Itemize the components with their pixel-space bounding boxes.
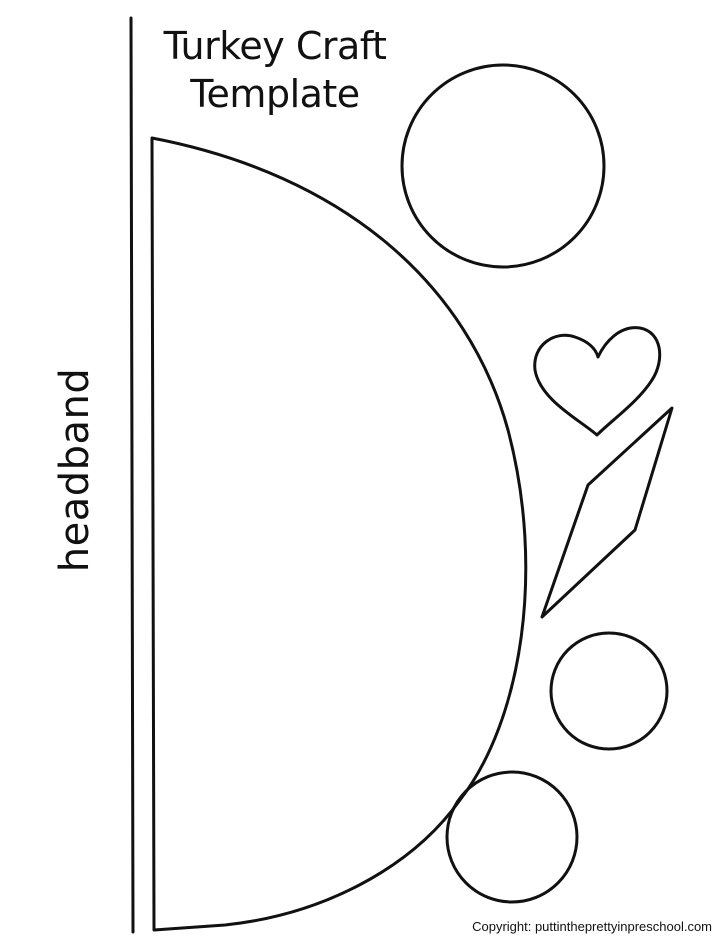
- turkey-body-half-circle[interactable]: [150, 136, 528, 932]
- diamond-shape[interactable]: [540, 406, 674, 619]
- headband-label: headband: [52, 367, 98, 573]
- headband-line[interactable]: [129, 16, 135, 934]
- title-line-1: Turkey Craft: [163, 24, 387, 68]
- large-circle-shape[interactable]: [400, 63, 606, 269]
- lower-circle-shape[interactable]: [445, 770, 579, 904]
- copyright-text: Copyright: puttintheprettyinpreschool.co…: [472, 919, 712, 934]
- page-title: Turkey Craft Template: [140, 22, 410, 118]
- heart-shape[interactable]: [533, 326, 662, 437]
- title-line-2: Template: [190, 72, 360, 116]
- medium-circle-shape[interactable]: [549, 631, 669, 751]
